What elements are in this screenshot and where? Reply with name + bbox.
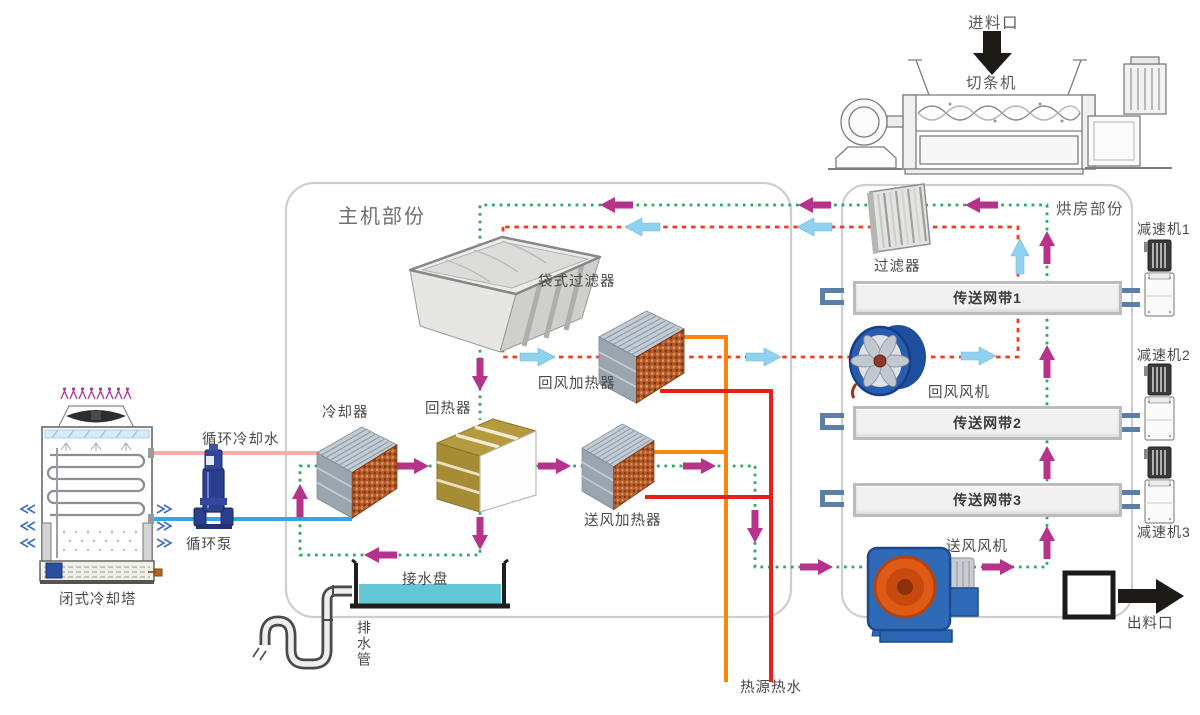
feed-arrow-icon bbox=[973, 31, 1012, 75]
louver-arrows-icon bbox=[19, 504, 173, 548]
cutting-machine-drawing bbox=[828, 56, 1172, 175]
cooler-label: 冷却器 bbox=[322, 405, 369, 421]
belt-2-left-bracket bbox=[820, 413, 844, 430]
spray-nozzles-icon bbox=[60, 387, 132, 400]
conveyor-belt-1: 传送网带1 bbox=[853, 281, 1122, 315]
water-pan-drawing bbox=[350, 558, 510, 609]
outlet-box bbox=[1062, 570, 1116, 620]
cooling-tower-drawing bbox=[19, 387, 173, 584]
belt-3-left-bracket bbox=[820, 490, 844, 507]
conveyor-belt-2: 传送网带2 bbox=[853, 406, 1122, 440]
reducer-3-drawing bbox=[1143, 446, 1175, 524]
fresh-air-loop-green bbox=[478, 203, 1049, 569]
conveyor-belt-3-label: 传送网带3 bbox=[953, 492, 1022, 508]
supply-fan-label: 送风风机 bbox=[946, 539, 1008, 555]
belt-2-coupler-bottom bbox=[1122, 427, 1140, 432]
reducer-2-drawing bbox=[1143, 363, 1175, 441]
pump-label: 循环泵 bbox=[186, 537, 233, 553]
drying-section-title: 烘房部份 bbox=[1056, 201, 1125, 218]
belt-1-left-bracket bbox=[820, 288, 844, 305]
return-fan-label: 回风风机 bbox=[928, 385, 990, 401]
cooling-water-lines bbox=[150, 451, 352, 521]
panel-filter-drawing bbox=[867, 183, 931, 254]
belt-3-coupler-top bbox=[1122, 490, 1140, 495]
supply-heater-label: 送风加热器 bbox=[584, 513, 662, 529]
reducer-1-drawing bbox=[1143, 239, 1175, 317]
regenerator-drawing bbox=[436, 418, 537, 513]
cutting-machine-label: 切条机 bbox=[966, 75, 1018, 92]
supply-fan-drawing bbox=[866, 546, 979, 643]
belt-1-coupler-top bbox=[1122, 288, 1140, 293]
return-fan-drawing bbox=[848, 325, 926, 399]
return-heater-label: 回风加热器 bbox=[538, 376, 616, 392]
reducer-1-label: 减速机1 bbox=[1137, 221, 1191, 237]
main-section-title: 主机部份 bbox=[338, 206, 426, 228]
tower-coil-icon bbox=[46, 453, 146, 517]
belt-2-coupler-top bbox=[1122, 413, 1140, 418]
circulation-pump-drawing bbox=[193, 444, 234, 529]
outlet-label: 出料口 bbox=[1127, 616, 1174, 632]
hot-water-label: 热源热水 bbox=[740, 680, 802, 696]
bag-filter-drawing bbox=[408, 235, 602, 353]
water-pan-label: 接水盘 bbox=[402, 572, 449, 588]
drain-pipe-label: 排水管 bbox=[356, 620, 372, 668]
hot-water-pipes bbox=[645, 335, 773, 682]
conveyor-belt-1-label: 传送网带1 bbox=[953, 290, 1022, 306]
cooling-water-label: 循环冷却水 bbox=[202, 432, 280, 448]
belt-1-coupler-bottom bbox=[1122, 302, 1140, 307]
outlet-arrow-icon bbox=[1118, 579, 1184, 614]
feed-inlet-label: 进料口 bbox=[968, 15, 1020, 32]
reducer-3-label: 减速机3 bbox=[1137, 524, 1191, 540]
drain-pipe-drawing bbox=[252, 585, 352, 670]
filter-label: 过滤器 bbox=[874, 259, 921, 275]
regenerator-label: 回热器 bbox=[425, 401, 472, 417]
conveyor-belt-2-label: 传送网带2 bbox=[953, 415, 1022, 431]
conveyor-belt-3: 传送网带3 bbox=[853, 483, 1122, 517]
bag-filter-label: 袋式过滤器 bbox=[538, 274, 616, 290]
cooling-tower-label: 闭式冷却塔 bbox=[59, 592, 137, 608]
reducer-2-label: 减速机2 bbox=[1137, 347, 1191, 363]
belt-3-coupler-bottom bbox=[1122, 504, 1140, 509]
